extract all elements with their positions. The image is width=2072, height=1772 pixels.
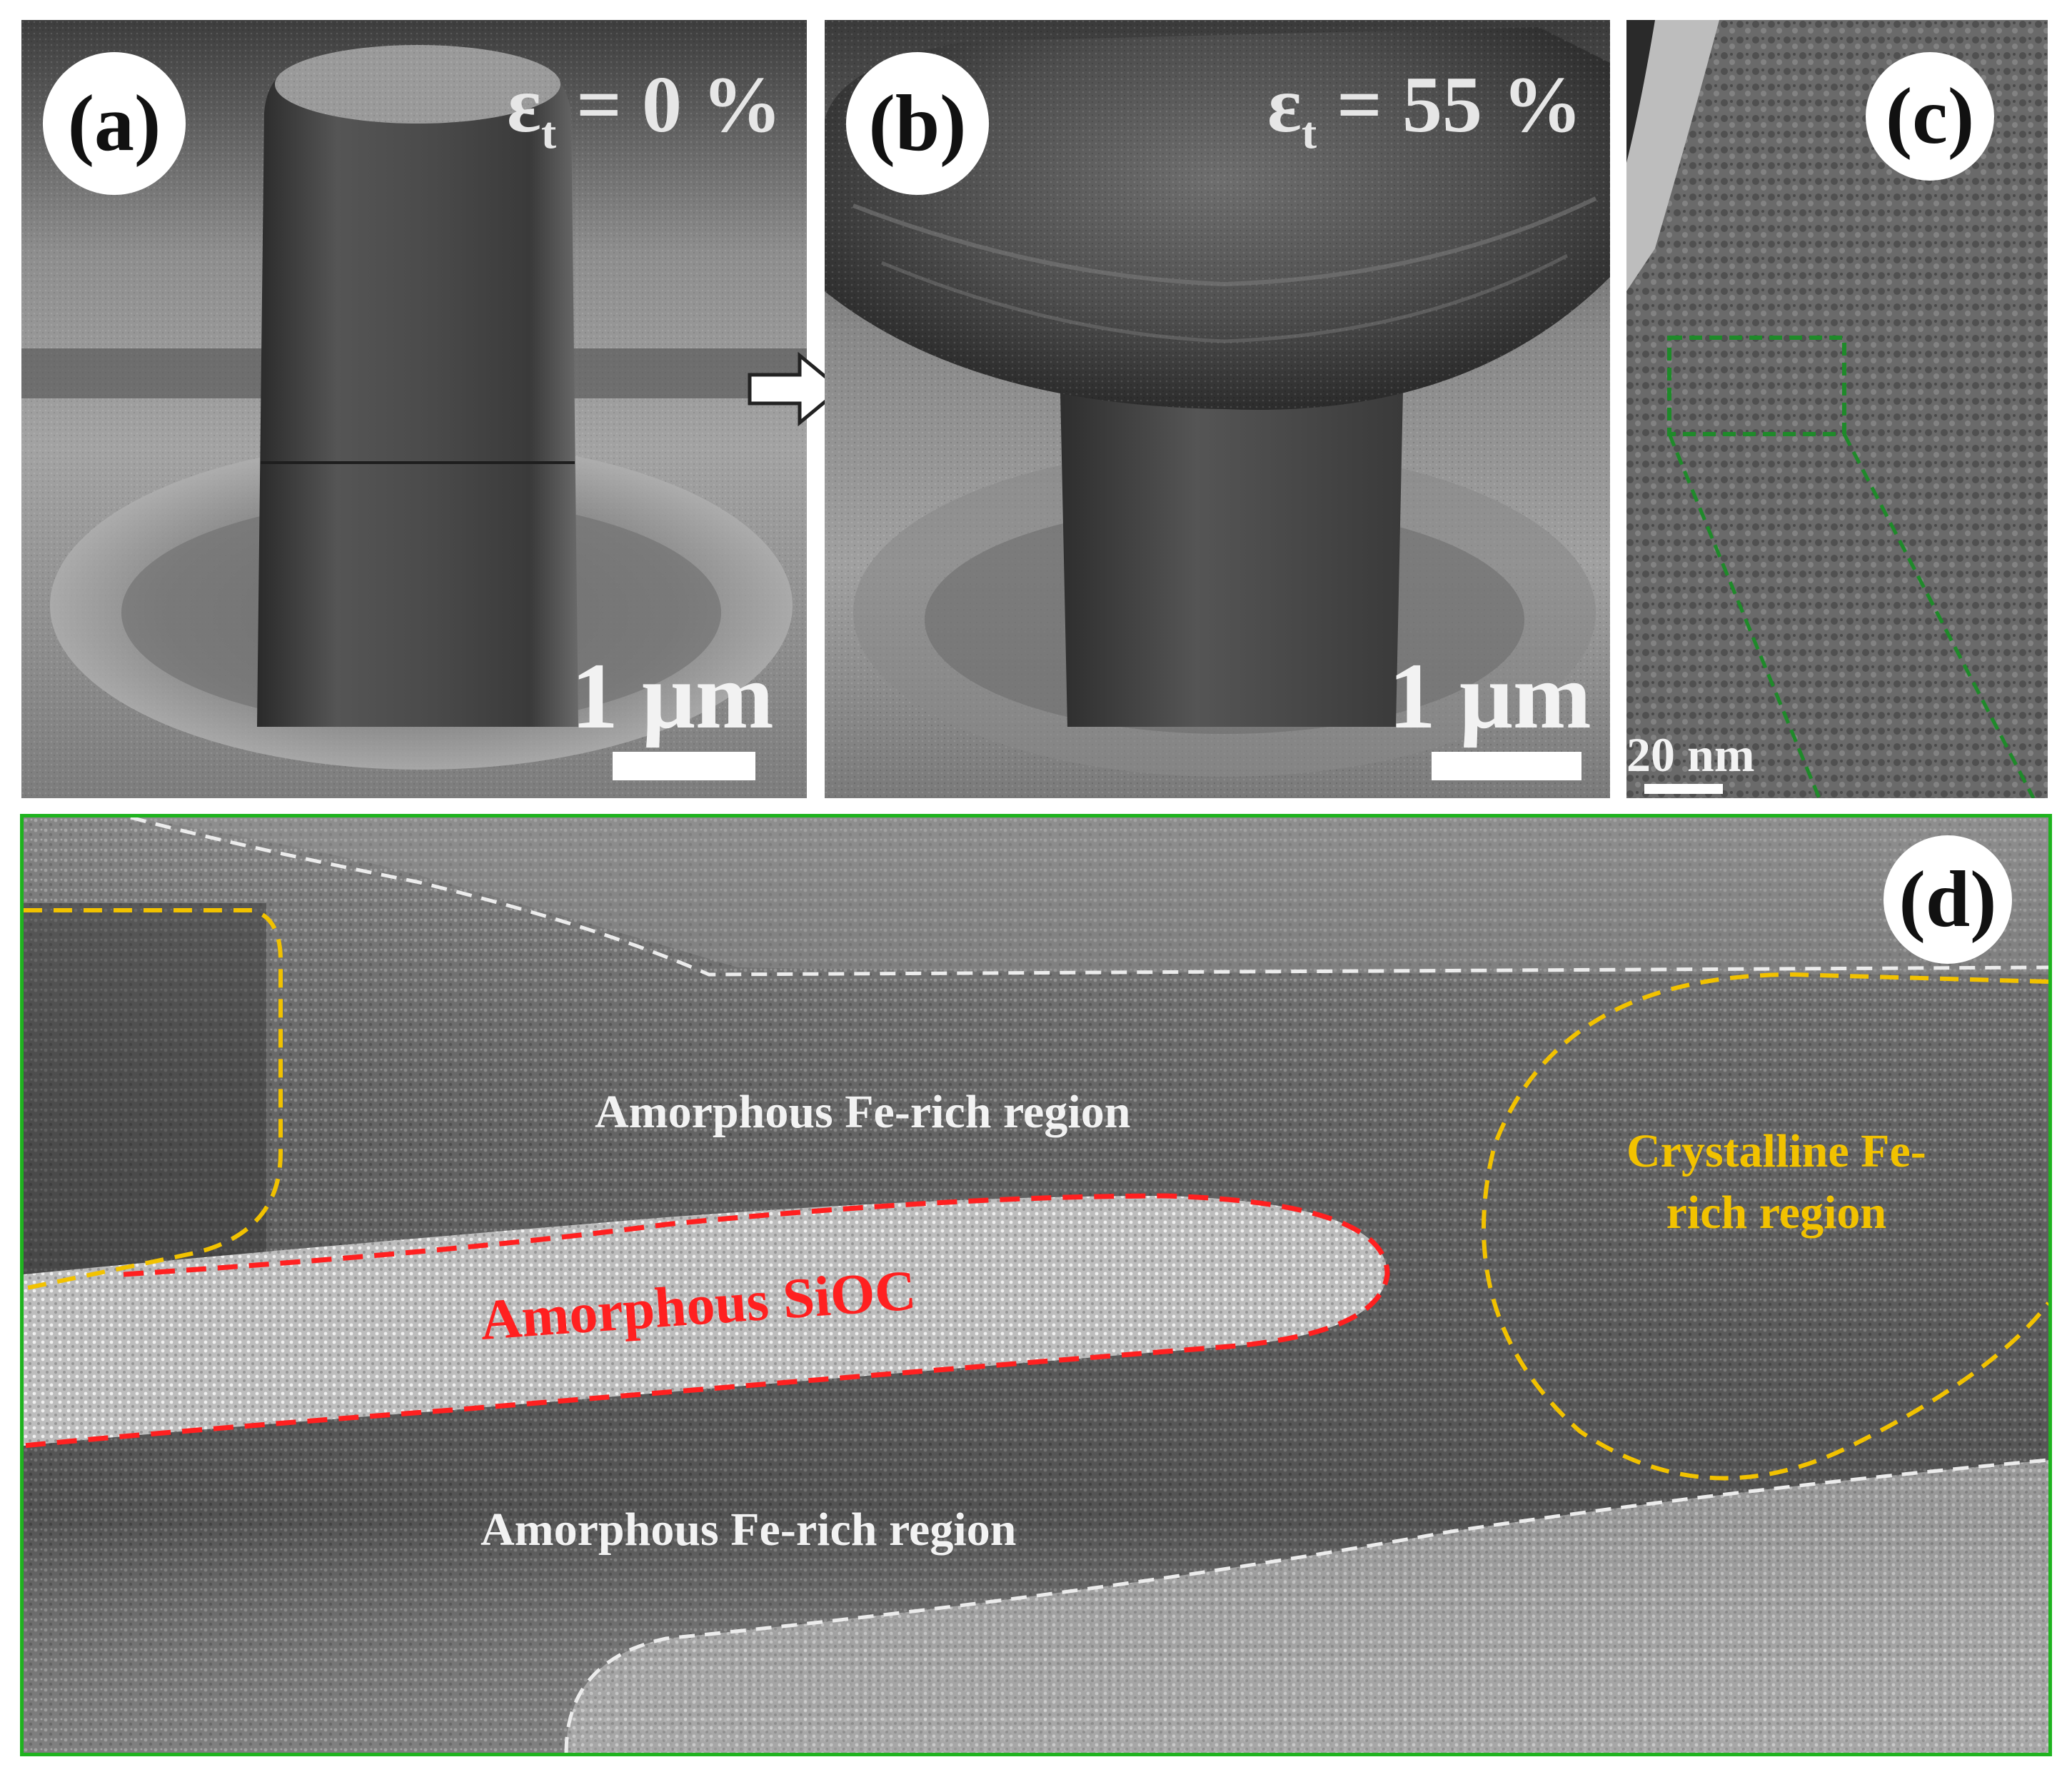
panel-d: (d) Amorphous Fe-rich region Amorphous S… (20, 814, 2052, 1756)
panel-a-scale-bar (613, 752, 755, 780)
panel-c-scale-label: 20 nm (1626, 728, 1755, 782)
panel-a-sem-image (21, 20, 807, 798)
panel-b-sem-image (825, 20, 1610, 798)
crystalline-fe-rich-label: Crystalline Fe- rich region (1626, 1121, 1926, 1244)
panel-c: (c) 20 nm (1626, 20, 2048, 798)
panel-b-strain: εt = 55 % (1267, 59, 1582, 159)
crystalline-label-line1: Crystalline Fe- (1626, 1125, 1926, 1177)
panel-b-scale-bar (1432, 752, 1581, 780)
strain-value: = 0 % (576, 61, 782, 149)
panel-a-scale-label: 1 μm (571, 643, 774, 748)
strain-symbol: ε (507, 61, 541, 149)
panel-b-label: (b) (846, 52, 989, 195)
panel-a: (a) εt = 0 % 1 μm (21, 20, 807, 798)
panel-a-strain: εt = 0 % (507, 59, 782, 159)
amorphous-fe-rich-bottom-label: Amorphous Fe-rich region (481, 1504, 1017, 1556)
panel-b: (b) εt = 55 % 1 μm (825, 20, 1610, 798)
strain-symbol: ε (1267, 61, 1302, 149)
amorphous-fe-rich-top-label: Amorphous Fe-rich region (595, 1086, 1131, 1138)
panel-b-scale-label: 1 μm (1389, 643, 1591, 748)
strain-subscript: t (1301, 107, 1317, 158)
strain-value: = 55 % (1337, 61, 1582, 149)
strain-subscript: t (540, 107, 557, 158)
panel-c-label: (c) (1866, 52, 1994, 181)
panel-c-scale-bar (1644, 784, 1723, 794)
panel-d-hrtem-image (24, 817, 2048, 1753)
panel-d-label: (d) (1884, 835, 2012, 964)
crystalline-label-line2: rich region (1666, 1186, 1887, 1239)
arrow-right-icon (748, 351, 843, 427)
panel-a-label: (a) (43, 52, 186, 195)
